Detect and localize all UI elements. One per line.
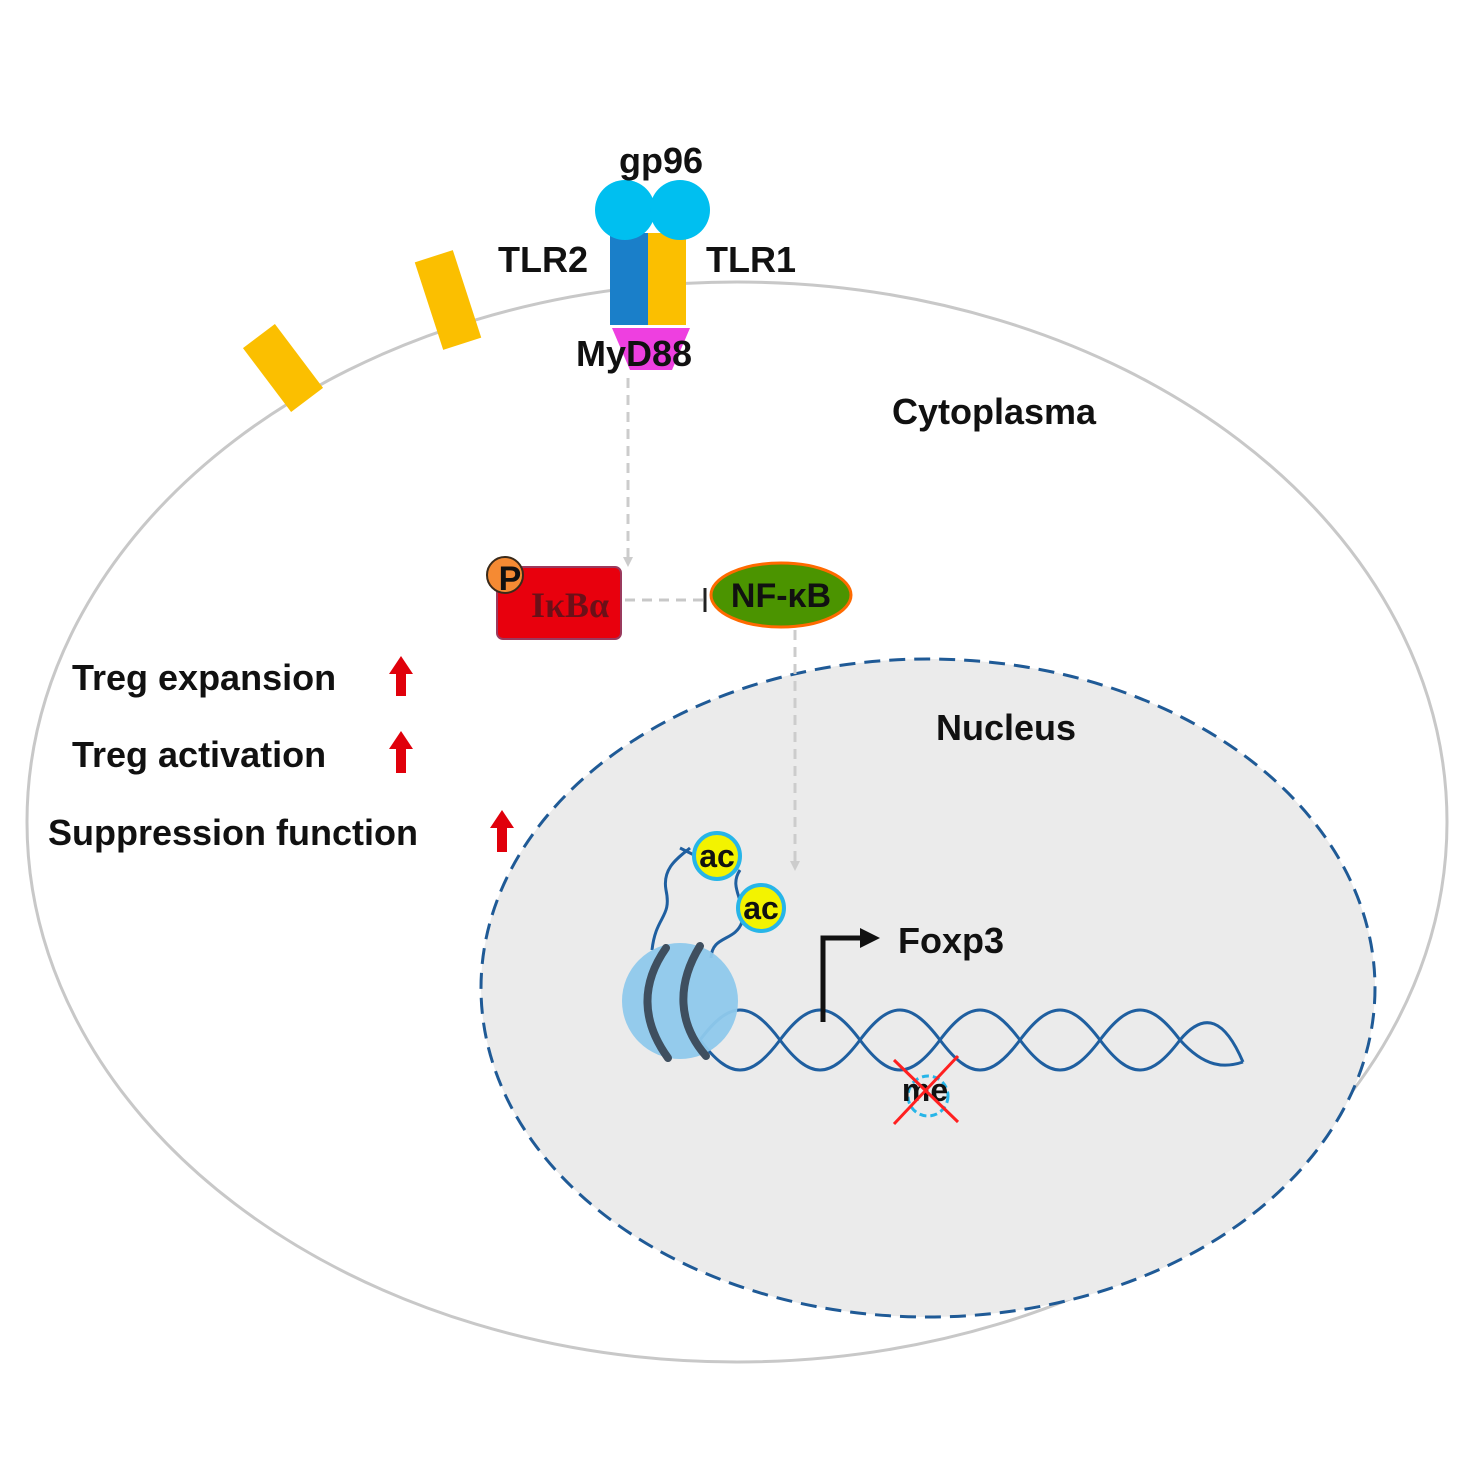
nfkb-label: NF-κB <box>731 577 831 615</box>
receptor-complex: gp96 TLR2 TLR1 MyD88 <box>498 140 796 374</box>
acetyl-group <box>736 883 786 933</box>
myd88-adapter <box>612 328 690 370</box>
ikba-protein <box>496 566 622 640</box>
nucleus-label: Nucleus <box>936 707 1076 748</box>
cell-membrane <box>25 280 1449 1364</box>
dna-strand <box>698 1008 1244 1072</box>
cytoplasm-label: Cytoplasma <box>892 391 1097 432</box>
ligand-molecule <box>242 324 324 412</box>
tlr1-label: TLR1 <box>706 239 796 280</box>
transcription-start-arrow <box>820 935 862 1022</box>
outcome-list: Treg expansion Treg activation Suppressi… <box>48 656 514 853</box>
gp96-label: gp96 <box>619 140 703 181</box>
dna-wrap <box>643 944 672 1062</box>
acetyl-label: ac <box>699 838 735 874</box>
gp96-subunit-left <box>595 180 655 240</box>
myd88-label: MyD88 <box>576 333 692 374</box>
tlr1-receptor <box>648 233 686 325</box>
phosphate-group <box>486 556 524 594</box>
up-arrow-icon <box>490 810 514 852</box>
foxp3-gene-label: Foxp3 <box>898 920 1004 961</box>
nucleus <box>479 657 1377 1319</box>
phosphate-label: P <box>499 560 522 598</box>
demethylation-cross <box>892 1054 960 1126</box>
outcome-treg-activation: Treg activation <box>72 734 326 775</box>
ligand-molecule <box>414 250 482 350</box>
nfkb-protein <box>709 561 853 629</box>
transcription-arrowhead <box>860 928 880 948</box>
acetyl-group <box>692 831 742 881</box>
dna-wrap <box>679 942 710 1060</box>
outcome-suppression-function: Suppression function <box>48 812 418 853</box>
acetyl-label: ac <box>743 890 779 926</box>
histone-tail <box>650 846 691 951</box>
up-arrow-icon <box>389 731 413 773</box>
ikba-label: IκBα <box>531 585 609 625</box>
outcome-treg-expansion: Treg expansion <box>72 657 336 698</box>
up-arrow-icon <box>389 656 413 696</box>
dna-strand <box>698 1008 1245 1072</box>
methyl-group <box>906 1074 950 1118</box>
tlr2-receptor <box>610 233 648 325</box>
gp96-subunit-right <box>650 180 710 240</box>
tlr2-label: TLR2 <box>498 239 588 280</box>
